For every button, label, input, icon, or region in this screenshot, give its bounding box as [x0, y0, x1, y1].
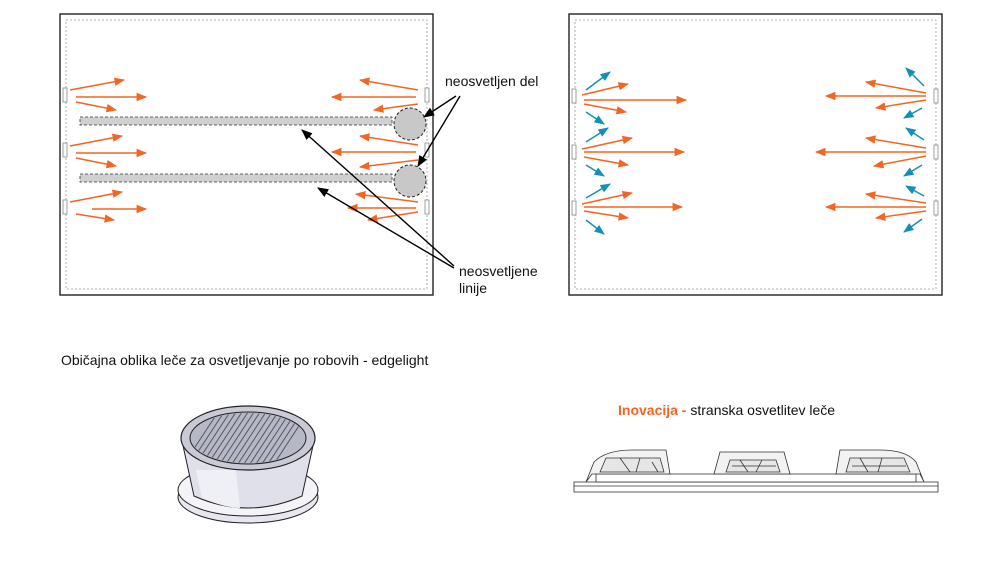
- label-unlit-part: neosvetljen del: [445, 73, 539, 89]
- lightguide-bar-top: [79, 116, 393, 126]
- left-panel-frame: [59, 13, 434, 296]
- caption-innovation: Inovacija - stranska osvetlitev leče: [618, 402, 835, 418]
- left-panel: [59, 13, 461, 296]
- side-lens-rays-right-blue: [903, 67, 925, 233]
- cylindrical-lens-icon: [177, 405, 319, 524]
- right-panel: [568, 13, 943, 296]
- led-sources-right: [571, 88, 939, 216]
- side-lens-rays-left-orange: [581, 82, 688, 221]
- annotation-arrows: [301, 95, 461, 269]
- light-rays-left-in: [69, 77, 148, 223]
- side-emitting-lens-strip-icon: [573, 449, 939, 493]
- label-unlit-lines-line2: linije: [459, 280, 488, 296]
- lightguide-bar-bottom: [79, 173, 393, 183]
- side-lens-rays-left-blue: [585, 71, 611, 235]
- side-lens-rays-right-orange: [814, 79, 927, 221]
- caption-innovation-highlight: Inovacija -: [618, 402, 687, 418]
- caption-standard-lens: Običajna oblika leče za osvetljevanje po…: [61, 352, 429, 368]
- label-unlit-lines-line1: neosvetljene: [459, 263, 538, 279]
- right-panel-frame: [568, 13, 943, 296]
- unlit-spot-bottom: [393, 164, 427, 198]
- label-unlit-lines: neosvetljene linije: [459, 263, 538, 297]
- caption-innovation-rest: stranska osvetlitev leče: [690, 402, 836, 418]
- unlit-spot-top: [393, 107, 427, 141]
- light-rays-right-in: [330, 77, 419, 223]
